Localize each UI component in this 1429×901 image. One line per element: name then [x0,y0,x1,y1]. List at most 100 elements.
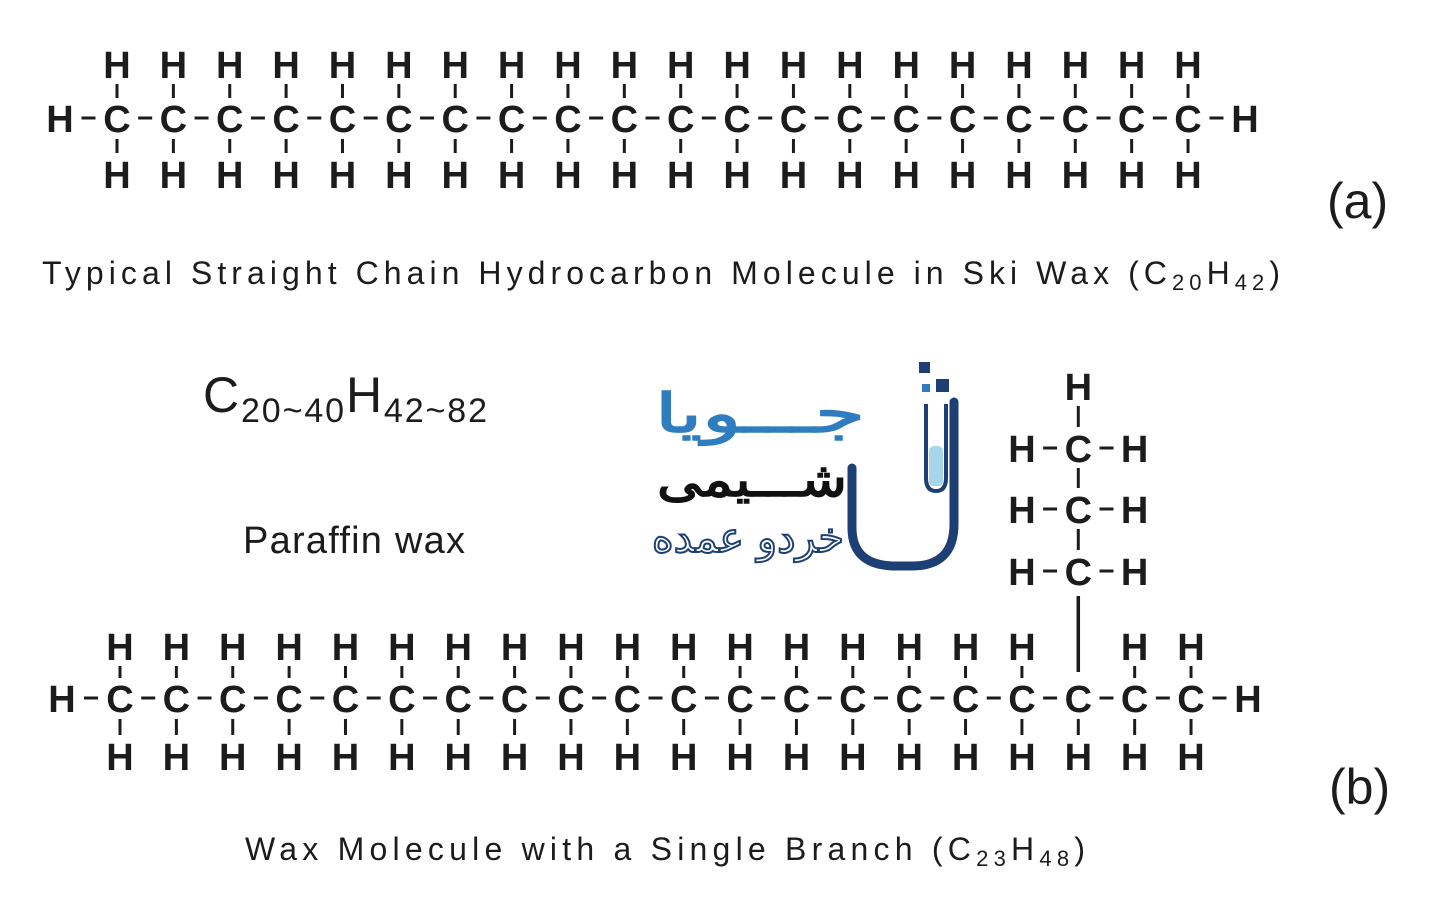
logo: جـــویا شـــیمی خردو عمده [651,362,959,571]
molecule-a-carbon-2: C [160,99,187,141]
molecule-b-hydrogen-top-1: H [106,627,133,669]
molecule-b-carbon-17: C [1008,679,1035,721]
molecule-b-hydrogen-bottom-15: H [895,737,922,779]
caption-a-sub-hydrogen: 42 [1235,270,1265,295]
molecule-b-hydrogen-end-left: H [48,679,75,721]
molecule-a-hydrogen-top-4: H [272,45,299,87]
molecule-a-carbon-11: C [667,99,694,141]
molecule-a-carbon-1: C [103,99,130,141]
molecule-a-hydrogen-top-9: H [554,45,581,87]
molecule-b-hydrogen-bottom-7: H [444,737,471,779]
molecule-b-hydrogen-end-right: H [1234,679,1261,721]
molecule-a-hydrogen-bottom-2: H [160,155,187,197]
caption-a-close: ) [1269,255,1280,291]
molecule-a-hydrogen-top-7: H [441,45,468,87]
molecule-a-carbon-9: C [554,99,581,141]
molecule-b-carbon-3: C [219,679,246,721]
molecule-a-hydrogen-top-14: H [836,45,863,87]
molecule-b-hydrogen-top-2: H [163,627,190,669]
molecule-b-branch-carbon-2: C [1065,490,1092,532]
molecule-a-hydrogen-top-10: H [611,45,638,87]
molecule-a-carbon-20: C [1174,99,1201,141]
molecule-b-hydrogen-top-13: H [783,627,810,669]
molecule-b-branch-hydrogen-top: H [1065,367,1092,409]
molecule-a-hydrogen-bottom-17: H [1005,155,1032,197]
molecule-a-hydrogen-bottom-9: H [554,155,581,197]
molecule-b-hydrogen-top-20: H [1177,627,1204,669]
logo-square-icon [936,379,949,392]
molecule-a-hydrogen-bottom-20: H [1174,155,1201,197]
molecule-b-branch-hydrogen-left-3: H [1008,429,1035,471]
molecule-b-hydrogen-top-6: H [388,627,415,669]
molecule-b-hydrogen-bottom-4: H [275,737,302,779]
molecule-a-hydrogen-top-11: H [667,45,694,87]
molecule-a-hydrogen-bottom-11: H [667,155,694,197]
caption-b-text: Wax Molecule with a Single Branch (C [245,831,971,867]
molecule-b-branch-hydrogen-left-2: H [1008,490,1035,532]
molecule-b-carbon-4: C [275,679,302,721]
molecule-b-branch-hydrogen-right-2: H [1121,490,1148,532]
molecule-a-hydrogen-bottom-12: H [723,155,750,197]
molecule-a-carbon-4: C [272,99,299,141]
molecule-b-hydrogen-bottom-13: H [783,737,810,779]
molecule-b-hydrogen-bottom-20: H [1177,737,1204,779]
molecule-a-carbon-19: C [1118,99,1145,141]
molecule-a-hydrogen-top-18: H [1062,45,1089,87]
molecule-b-hydrogen-top-9: H [557,627,584,669]
molecule-b-hydrogen-top-3: H [219,627,246,669]
molecule-a-hydrogen-top-1: H [103,45,130,87]
molecule-b-hydrogen-bottom-19: H [1121,737,1148,779]
molecule-a-hydrogen-bottom-19: H [1118,155,1145,197]
molecule-a-hydrogen-bottom-13: H [780,155,807,197]
molecule-b-hydrogen-bottom-17: H [1008,737,1035,779]
caption-a-text: Typical Straight Chain Hydrocarbon Molec… [42,255,1167,291]
caption-a-hydrogen: H [1207,255,1230,291]
molecule-b-carbon-14: C [839,679,866,721]
molecule-b-hydrogen-bottom-11: H [670,737,697,779]
molecule-b-carbon-6: C [388,679,415,721]
molecule-b-hydrogen-top-15: H [895,627,922,669]
molecule-a-carbon-3: C [216,99,243,141]
molecule-b-hydrogen-top-5: H [332,627,359,669]
logo-name-middle: شـــیمی [657,452,847,508]
molecule-b-carbon-1: C [106,679,133,721]
molecule-b-hydrogen-top-4: H [275,627,302,669]
molecule-a-hydrogen-top-2: H [160,45,187,87]
molecule-b-hydrogen-top-16: H [952,627,979,669]
molecule-a-hydrogen-top-19: H [1118,45,1145,87]
molecule-b-hydrogen-bottom-5: H [332,737,359,779]
molecule-b-hydrogen-top-10: H [614,627,641,669]
molecule-b-carbon-7: C [444,679,471,721]
paraffin-wax-label: Paraffin wax [243,520,465,562]
molecule-a-carbon-14: C [836,99,863,141]
molecule-b-branch-hydrogen-right-3: H [1121,429,1148,471]
molecule-b-hydrogen-bottom-9: H [557,737,584,779]
molecule-b-branch-hydrogen-left-1: H [1008,552,1035,594]
molecule-b-hydrogen-top-11: H [670,627,697,669]
molecule-b-carbon-13: C [783,679,810,721]
molecule-a-hydrogen-top-6: H [385,45,412,87]
panel-label-b: (b) [1329,759,1390,815]
molecule-b-branch-hydrogen-right-1: H [1121,552,1148,594]
caption-b-hydrogen: H [1011,831,1034,867]
molecule-b-carbon-18: C [1065,679,1092,721]
molecule-a-hydrogen-bottom-3: H [216,155,243,197]
molecule-a-hydrogen-bottom-15: H [892,155,919,197]
caption-a-sub-carbon: 20 [1172,270,1202,295]
molecule-b-carbon-9: C [557,679,584,721]
molecule-b-carbon-5: C [332,679,359,721]
molecule-a-hydrogen-bottom-7: H [441,155,468,197]
caption-b-sub-hydrogen: 48 [1039,846,1069,871]
molecule-a-carbon-16: C [949,99,976,141]
molecule-a-hydrogen-top-12: H [723,45,750,87]
formula-hydrogen-range: 42~82 [384,392,487,430]
molecule-a-carbon-5: C [329,99,356,141]
molecule-a-carbon-10: C [611,99,638,141]
molecule-a-hydrogen-top-16: H [949,45,976,87]
molecule-b-hydrogen-top-14: H [839,627,866,669]
molecule-b-hydrogen-bottom-18: H [1065,737,1092,779]
panel-label-a: (a) [1327,173,1388,229]
molecule-a-carbon-18: C [1062,99,1089,141]
